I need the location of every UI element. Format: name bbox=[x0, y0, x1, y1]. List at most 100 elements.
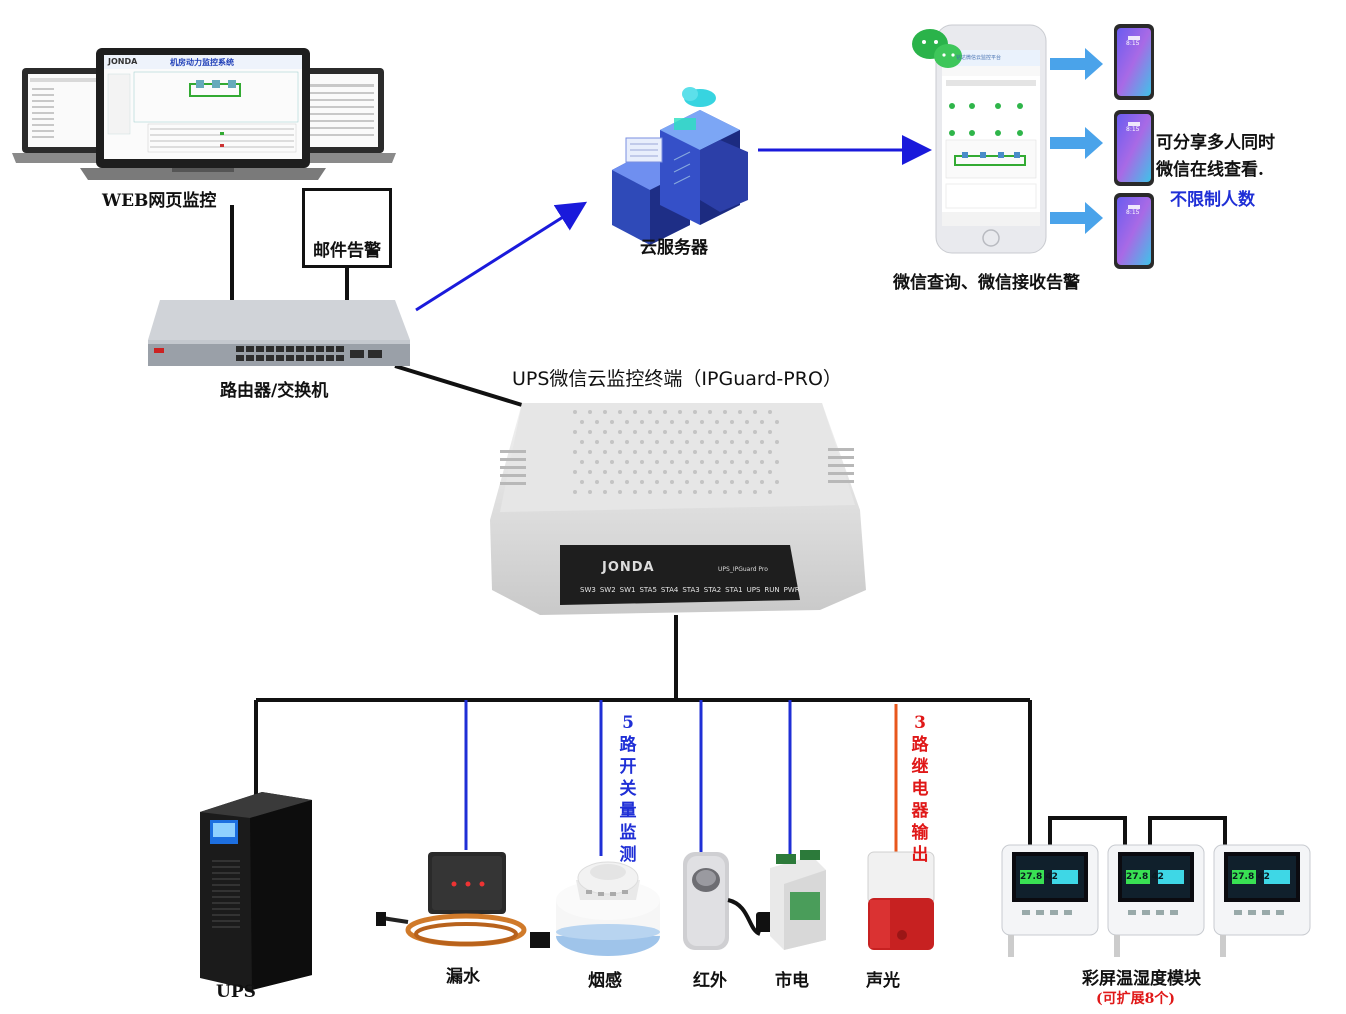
vent-hole bbox=[588, 430, 592, 434]
vent-hole bbox=[610, 440, 614, 444]
ups-label: UPS bbox=[216, 982, 256, 1002]
vent-hole bbox=[738, 450, 742, 454]
vent-hole bbox=[775, 440, 779, 444]
led-label: STA1 bbox=[725, 586, 743, 594]
vent-hole bbox=[603, 490, 607, 494]
vent-hole bbox=[580, 480, 584, 484]
vent-hole bbox=[768, 450, 772, 454]
switch-group-label: 5 路 开 关 量 监 测 bbox=[619, 713, 637, 865]
th-reading-1: 27.8 42 bbox=[1020, 872, 1058, 882]
th-reading-3: 27.8 42 bbox=[1232, 872, 1270, 882]
vent-hole bbox=[745, 420, 749, 424]
vent-hole bbox=[633, 490, 637, 494]
vent-hole bbox=[708, 450, 712, 454]
vent-hole bbox=[663, 450, 667, 454]
leak-sensor bbox=[376, 852, 550, 948]
vent-hole bbox=[603, 430, 607, 434]
led-label: STA3 bbox=[682, 586, 700, 594]
vent-hole bbox=[708, 470, 712, 474]
vent-hole bbox=[618, 450, 622, 454]
vent-hole bbox=[603, 450, 607, 454]
smoke-label: 烟感 bbox=[588, 971, 622, 991]
wire-th-chain-2 bbox=[1148, 816, 1227, 845]
vent-hole bbox=[760, 460, 764, 464]
share-text-line2: 微信在线查看. bbox=[1156, 160, 1264, 180]
unlimited-text: 不限制人数 bbox=[1170, 190, 1255, 210]
vent-hole bbox=[640, 460, 644, 464]
vent-hole bbox=[685, 440, 689, 444]
share-phones bbox=[1114, 24, 1154, 269]
vent-hole bbox=[723, 470, 727, 474]
infrared-label: 红外 bbox=[693, 971, 727, 991]
vent-hole bbox=[640, 440, 644, 444]
smoke-detector bbox=[556, 861, 660, 956]
vent-hole bbox=[693, 430, 697, 434]
router-switch bbox=[148, 300, 410, 366]
vent-hole bbox=[775, 420, 779, 424]
vent-hole bbox=[640, 420, 644, 424]
wire-th-chain-1 bbox=[1048, 816, 1127, 845]
vent-hole bbox=[708, 490, 712, 494]
vent-hole bbox=[588, 410, 592, 414]
led-label: SW1 bbox=[619, 586, 636, 594]
infrared-sensor bbox=[683, 852, 780, 950]
vent-hole bbox=[715, 420, 719, 424]
cloud-server bbox=[612, 87, 748, 245]
vent-hole bbox=[678, 410, 682, 414]
vent-hole bbox=[573, 430, 577, 434]
vent-hole bbox=[753, 410, 757, 414]
vent-hole bbox=[678, 430, 682, 434]
vent-hole bbox=[775, 480, 779, 484]
mail-alert-label: 邮件告警 bbox=[313, 241, 381, 261]
ups-terminal-device bbox=[490, 403, 866, 615]
vent-hole bbox=[610, 480, 614, 484]
vent-hole bbox=[708, 410, 712, 414]
cloud-server-label: 云服务器 bbox=[640, 238, 708, 258]
terminal-title: UPS微信云监控终端（IPGuard-PRO） bbox=[512, 368, 842, 390]
vent-hole bbox=[663, 410, 667, 414]
vent-hole bbox=[633, 430, 637, 434]
vent-hole bbox=[580, 440, 584, 444]
vent-hole bbox=[648, 430, 652, 434]
vent-hole bbox=[753, 490, 757, 494]
vent-hole bbox=[580, 460, 584, 464]
vent-hole bbox=[625, 460, 629, 464]
vent-hole bbox=[618, 430, 622, 434]
phone-time-3: 8:15 bbox=[1126, 209, 1140, 216]
vent-hole bbox=[573, 470, 577, 474]
vent-hole bbox=[678, 490, 682, 494]
vent-hole bbox=[603, 470, 607, 474]
vent-hole bbox=[685, 460, 689, 464]
vent-hole bbox=[753, 430, 757, 434]
wire-router-terminal bbox=[394, 364, 523, 407]
vent-hole bbox=[708, 430, 712, 434]
vent-hole bbox=[693, 410, 697, 414]
vent-hole bbox=[610, 420, 614, 424]
th-module-label: 彩屏温湿度模块 bbox=[1082, 969, 1201, 989]
wechat-phone bbox=[912, 24, 1047, 254]
share-arrows bbox=[1050, 48, 1103, 234]
led-label: PWR bbox=[783, 586, 800, 594]
vent-hole bbox=[625, 480, 629, 484]
vent-hole bbox=[655, 420, 659, 424]
vent-hole bbox=[618, 470, 622, 474]
led-label: STA2 bbox=[703, 586, 722, 594]
vent-hole bbox=[715, 440, 719, 444]
vent-hole bbox=[648, 490, 652, 494]
vent-hole bbox=[633, 470, 637, 474]
laptop-right bbox=[290, 68, 396, 163]
vent-hole bbox=[738, 470, 742, 474]
vent-hole bbox=[670, 420, 674, 424]
vent-hole bbox=[768, 430, 772, 434]
vent-hole bbox=[603, 410, 607, 414]
vent-hole bbox=[655, 480, 659, 484]
vent-hole bbox=[730, 480, 734, 484]
vent-hole bbox=[753, 450, 757, 454]
vent-hole bbox=[580, 420, 584, 424]
vent-hole bbox=[693, 450, 697, 454]
vent-hole bbox=[738, 410, 742, 414]
vent-hole bbox=[700, 480, 704, 484]
